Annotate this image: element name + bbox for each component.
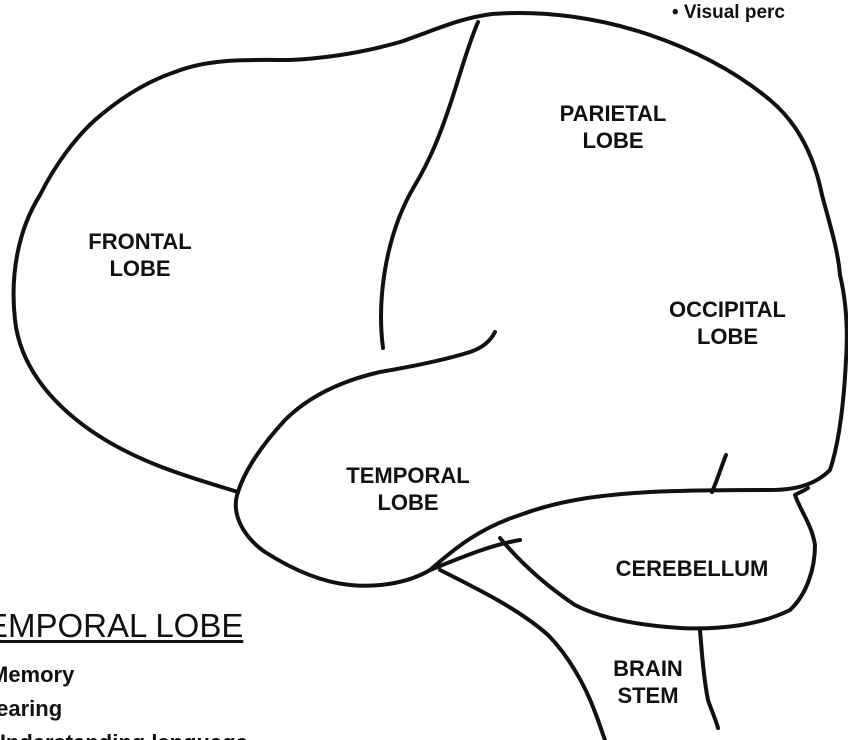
temporal-section-title: EMPORAL LOBE bbox=[0, 607, 243, 645]
cerebellum-label: CEREBELLUM bbox=[597, 555, 787, 582]
visual-perception-note: • Visual perc bbox=[672, 2, 785, 24]
temporal-lobe-label: TEMPORAL LOBE bbox=[328, 462, 488, 516]
central-sulcus bbox=[381, 22, 478, 348]
frontal-lobe-label: FRONTAL LOBE bbox=[80, 228, 200, 282]
brain-stem-right bbox=[700, 630, 718, 728]
function-item: Understanding language bbox=[0, 726, 248, 740]
brain-stem-label: BRAIN STEM bbox=[600, 655, 696, 709]
parietal-lobe-label: PARIETAL LOBE bbox=[548, 100, 678, 154]
function-item: Memory bbox=[0, 658, 248, 692]
temporal-function-list: Memory learing Understanding language bbox=[0, 658, 248, 740]
occipital-lobe-label: OCCIPITAL LOBE bbox=[650, 296, 805, 350]
brain-stem-left bbox=[440, 570, 605, 740]
occipital-notch bbox=[712, 455, 726, 492]
function-item: learing bbox=[0, 692, 248, 726]
